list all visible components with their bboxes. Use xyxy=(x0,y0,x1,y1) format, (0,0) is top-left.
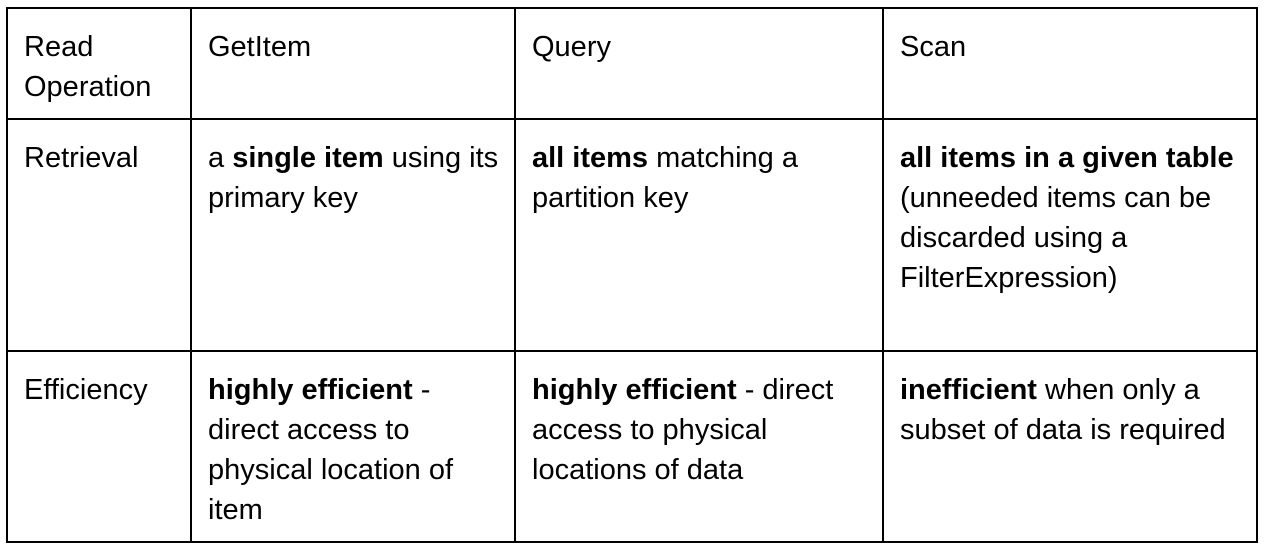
efficiency-getitem-post: - direct access to physical location of … xyxy=(208,374,454,526)
efficiency-query-bold: highly efficient xyxy=(532,374,737,406)
retrieval-getitem-pre: a xyxy=(208,142,233,174)
table-header-row: Read Operation GetItem Query Scan xyxy=(6,7,1258,120)
row-label-efficiency: Efficiency xyxy=(6,350,192,543)
header-cell-read-operation: Read Operation xyxy=(6,7,192,120)
read-operations-table: Read Operation GetItem Query Scan Retrie… xyxy=(6,7,1258,543)
retrieval-getitem-post: using its primary key xyxy=(208,142,499,214)
efficiency-label-text: Efficiency xyxy=(24,374,148,406)
efficiency-getitem-bold: highly efficient xyxy=(208,374,413,406)
table-row: Retrieval a single item using its primar… xyxy=(6,118,1258,352)
retrieval-getitem-bold: single item xyxy=(232,142,384,174)
efficiency-scan-post: when only a subset of data is required xyxy=(900,374,1226,446)
efficiency-getitem-cell: highly efficient - direct access to phys… xyxy=(190,350,516,543)
retrieval-scan-note: (unneeded items can be discarded using a… xyxy=(900,182,1212,294)
header-query-text: Query xyxy=(532,31,611,63)
efficiency-scan-cell: inefficient when only a subset of data i… xyxy=(882,350,1258,543)
retrieval-scan-bold: all items in a given table xyxy=(900,142,1234,174)
retrieval-query-cell: all items matching a partition key xyxy=(514,118,884,352)
header-cell-getitem: GetItem xyxy=(190,7,516,120)
header-cell-query: Query xyxy=(514,7,884,120)
table-row: Efficiency highly efficient - direct acc… xyxy=(6,350,1258,543)
retrieval-getitem-cell: a single item using its primary key xyxy=(190,118,516,352)
efficiency-query-cell: highly efficient - direct access to phys… xyxy=(514,350,884,543)
retrieval-query-post: matching a partition key xyxy=(532,142,798,214)
retrieval-label-text: Retrieval xyxy=(24,142,139,174)
efficiency-scan-bold: inefficient xyxy=(900,374,1037,406)
header-getitem-text: GetItem xyxy=(208,31,312,63)
efficiency-query-post: - direct access to physical locations of… xyxy=(532,374,834,486)
row-label-retrieval: Retrieval xyxy=(6,118,192,352)
header-scan-text: Scan xyxy=(900,31,967,63)
header-cell-scan: Scan xyxy=(882,7,1258,120)
retrieval-query-bold: all items xyxy=(532,142,649,174)
header-read-operation-text: Read Operation xyxy=(24,31,152,103)
retrieval-scan-cell: all items in a given table (unneeded item… xyxy=(882,118,1258,352)
